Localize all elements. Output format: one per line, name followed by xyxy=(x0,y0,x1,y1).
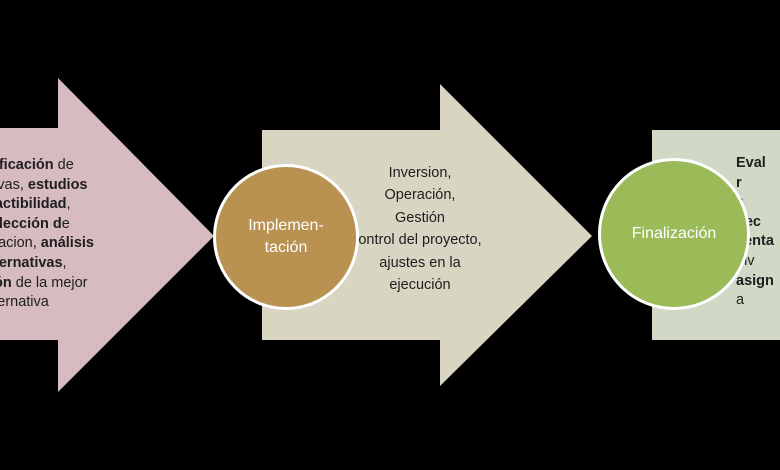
stage-circle-implementacion: Implemen-tación xyxy=(213,164,359,310)
stage-3-line: r xyxy=(736,174,774,194)
stage-3-line: asign xyxy=(736,272,774,292)
text-segment: e xyxy=(61,215,70,232)
stage-1-line: factibilidad, xyxy=(0,195,94,215)
stage-1-line: nacion, análisis xyxy=(0,234,94,254)
stage-1-line: tificación de xyxy=(0,156,94,176)
text-segment: de xyxy=(53,157,74,173)
text-segment: olección d xyxy=(0,215,62,232)
text-segment: tivas, xyxy=(0,176,24,193)
stage-title-line: Implemen- xyxy=(248,217,324,234)
stage-2-text: Inversion, Operación, Gestión ontrol del pr… xyxy=(300,162,540,296)
text-segment: nacion, xyxy=(0,235,37,252)
stage-1-line: lternativa xyxy=(0,293,94,313)
text-segment: lternativa xyxy=(0,294,49,311)
text-segment: Inversion, xyxy=(388,165,452,181)
stage-1-line: olección de xyxy=(0,215,94,235)
text-segment: Gestión xyxy=(395,209,445,226)
stage-title-finalizacion: Finalización xyxy=(632,223,716,245)
stage-title-line: tación xyxy=(264,239,308,256)
stage-2-line: Inversion, xyxy=(300,162,540,184)
text-segment: , xyxy=(62,254,67,271)
stage-3-line: Eval xyxy=(736,154,774,174)
stage-2-line: ajustes en la xyxy=(300,252,540,274)
stage-arrow-1 xyxy=(0,78,214,392)
text-segment: ejecución xyxy=(389,277,451,294)
text-segment: Operación, xyxy=(384,187,456,204)
stage-circle-finalizacion: Finalización xyxy=(598,158,750,310)
text-segment: análisis xyxy=(40,235,94,252)
stage-1-line: ión de la mejor xyxy=(0,274,94,294)
text-segment: r xyxy=(736,174,742,191)
text-segment: tificación xyxy=(0,157,54,173)
text-segment: lternativas xyxy=(0,254,63,271)
stage-1-line: tivas, estudios xyxy=(0,176,94,196)
text-segment: de la mejor xyxy=(11,274,88,291)
stage-arrow-2 xyxy=(262,84,592,386)
stage-2-line: ejecución xyxy=(300,274,540,296)
text-segment: , xyxy=(66,196,71,213)
text-segment: asign xyxy=(736,272,774,289)
stage-3-line: a xyxy=(736,291,774,311)
stage-2-line: Operación, xyxy=(300,184,540,206)
text-segment: ión xyxy=(0,274,12,291)
stage-title-line: Finalización xyxy=(631,225,717,242)
text-segment: Eval xyxy=(736,155,766,171)
text-segment: ontrol del proyecto, xyxy=(358,232,482,249)
stage-title-implementacion: Implemen-tación xyxy=(248,215,324,259)
stage-1-text: tificación detivas, estudiosfactibilidad… xyxy=(0,156,94,313)
stage-2-line: Gestión xyxy=(300,207,540,229)
stage-1-line: lternativas, xyxy=(0,254,94,274)
stage-2-line: ontrol del proyecto, xyxy=(300,229,540,251)
text-segment: factibilidad xyxy=(0,196,67,213)
text-segment: ajustes en la xyxy=(379,254,461,271)
text-segment: a xyxy=(736,292,745,309)
text-segment: estudios xyxy=(27,176,88,193)
